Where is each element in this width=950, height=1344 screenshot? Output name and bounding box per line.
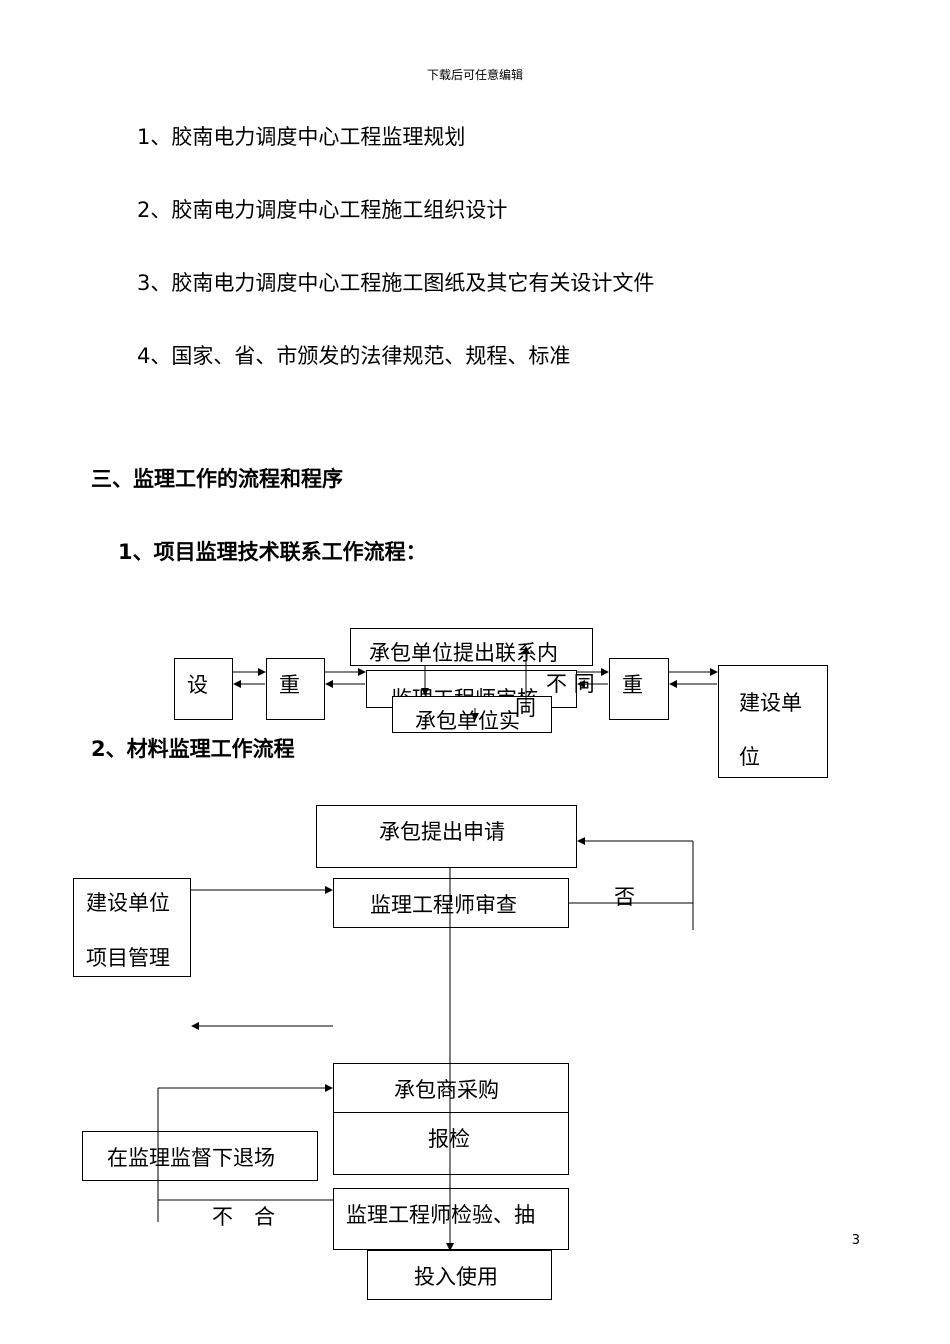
flow1-design-box: 设 xyxy=(174,658,233,720)
reference-item-4: 4、国家、省、市颁发的法律规范、规程、标准 xyxy=(137,344,571,368)
flow2-review-box: 监理工程师审查 xyxy=(333,878,569,928)
flow2-report-box: 报检 xyxy=(333,1112,569,1175)
flow2-review-label: 监理工程师审查 xyxy=(370,893,517,917)
flow2-owner-line2: 项目管理 xyxy=(86,946,170,970)
section-title: 三、监理工作的流程和程序 xyxy=(91,467,343,491)
flow2-owner-box: 建设单位 项目管理 xyxy=(73,878,191,977)
flow2-use-label: 投入使用 xyxy=(414,1265,498,1289)
flow2-apply-box: 承包提出申请 xyxy=(316,805,577,868)
flow1-owner-box: 建设单位 xyxy=(718,665,828,778)
flow1-heavy-right-label: 重 xyxy=(622,673,643,697)
flow2-report-label: 报检 xyxy=(428,1127,470,1151)
flow1-design-label: 设 xyxy=(187,673,208,697)
flow1-contractor-impl-label: 承包单位实 xyxy=(415,709,520,733)
flow2-title: 2、材料监理工作流程 xyxy=(91,737,295,761)
flow2-apply-label: 承包提出申请 xyxy=(379,820,505,844)
flow2-purchase-label: 承包商采购 xyxy=(394,1078,499,1102)
reference-item-3: 3、胶南电力调度中心工程施工图纸及其它有关设计文件 xyxy=(137,271,655,295)
flow1-heavy-left-label: 重 xyxy=(279,673,300,697)
flow2-exit-label: 在监理监督下退场 xyxy=(107,1146,275,1170)
flow2-use-box: 投入使用 xyxy=(367,1250,552,1300)
reference-item-2: 2、胶南电力调度中心工程施工组织设计 xyxy=(137,198,508,222)
flow2-owner-line1: 建设单位 xyxy=(86,891,170,915)
flow1-heavy-left-box: 重 xyxy=(266,658,325,720)
flow1-title: 1、项目监理技术联系工作流程： xyxy=(118,540,427,564)
flow2-fail-label: 不 合 xyxy=(212,1205,275,1229)
flow1-heavy-right-box: 重 xyxy=(609,658,669,720)
page-number: 3 xyxy=(851,1233,860,1248)
flow2-inspect-box: 监理工程师检验、抽 xyxy=(333,1188,569,1250)
flow1-owner-label: 建设单位 xyxy=(739,691,802,769)
flow2-exit-box: 在监理监督下退场 xyxy=(82,1131,318,1181)
header-note: 下载后可任意编辑 xyxy=(426,68,523,82)
flow2-inspect-label: 监理工程师检验、抽 xyxy=(346,1203,535,1227)
reference-item-1: 1、胶南电力调度中心工程监理规划 xyxy=(137,125,466,149)
